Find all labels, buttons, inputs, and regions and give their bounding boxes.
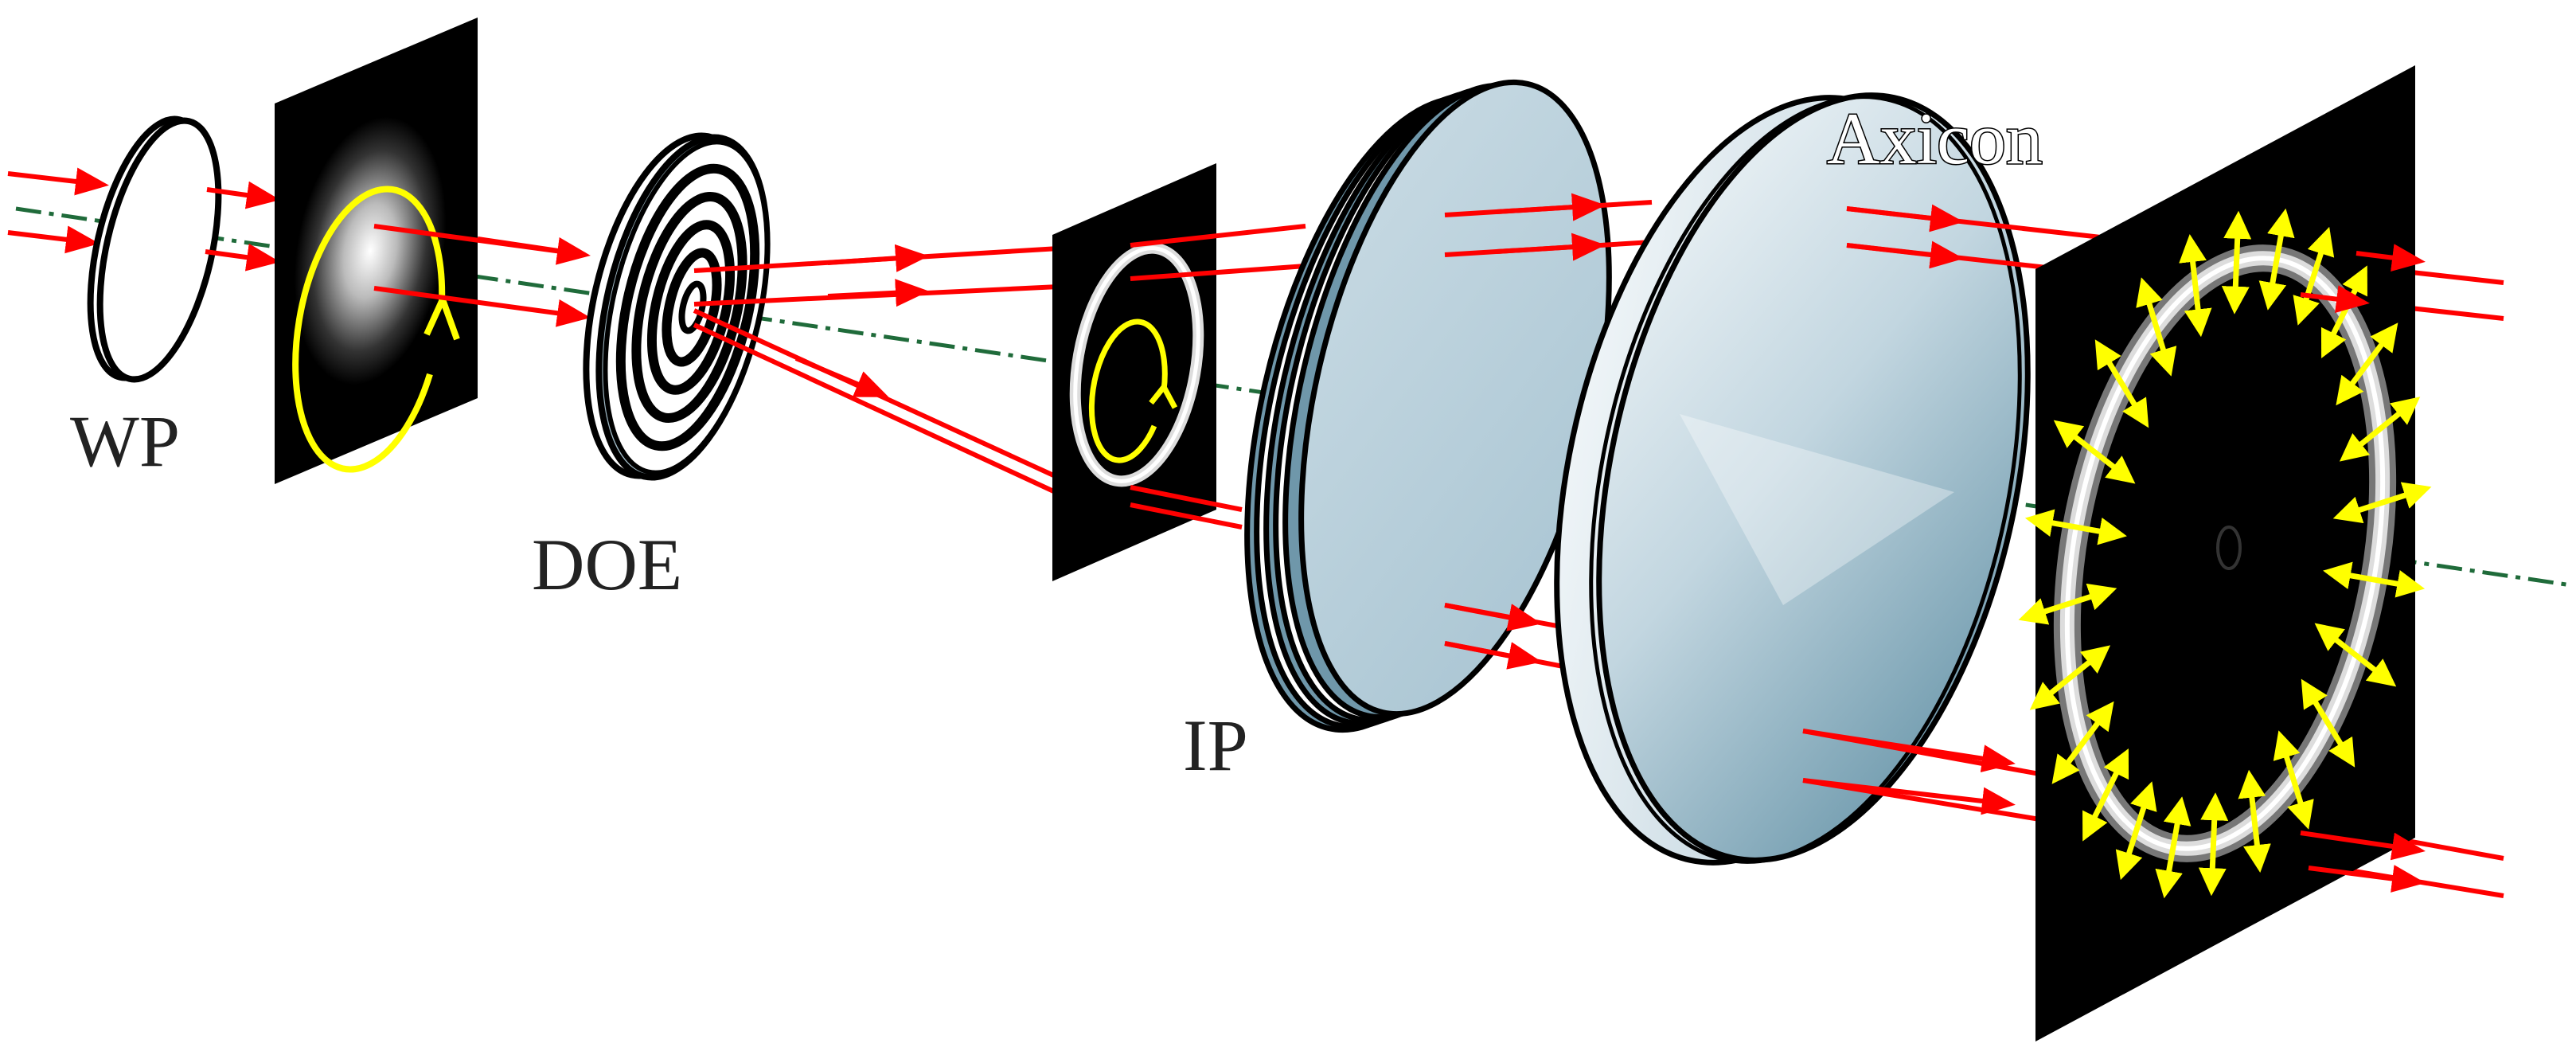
radial-arrow xyxy=(2018,583,2117,625)
radial-arrow xyxy=(2029,645,2111,710)
beams-after-screen xyxy=(2300,244,2426,893)
diffractive-optical-element xyxy=(583,132,771,481)
radial-arrow xyxy=(2155,796,2192,899)
beams-wp-to-screen xyxy=(205,181,280,272)
screen-radial-polarization xyxy=(2018,65,2432,1042)
radial-arrow xyxy=(2323,561,2426,598)
label-axicon: Axicon xyxy=(1827,98,2043,179)
label-doe: DOE xyxy=(532,524,682,605)
radial-arrow xyxy=(2314,623,2397,687)
radial-arrow xyxy=(2273,730,2314,830)
radial-arrow xyxy=(2301,678,2355,768)
radial-arrow xyxy=(2024,509,2127,545)
radial-arrow xyxy=(2179,234,2212,338)
radial-arrow xyxy=(2293,226,2335,326)
radial-arrow xyxy=(2238,769,2271,873)
label-wp: WP xyxy=(70,401,180,482)
input-beams xyxy=(7,167,109,254)
radial-arrow xyxy=(2115,781,2157,881)
screen-gaussian-spot xyxy=(275,18,478,484)
radial-arrow xyxy=(2258,208,2295,311)
axicon-tip xyxy=(1680,414,1954,605)
radial-arrow xyxy=(2053,420,2136,484)
beams-ip-to-lens xyxy=(1130,224,1306,530)
radial-arrow xyxy=(2051,701,2114,784)
wave-plate xyxy=(87,115,222,383)
radial-arrow xyxy=(2136,277,2177,377)
label-ip: IP xyxy=(1183,705,1248,786)
radial-arrow xyxy=(2332,482,2432,524)
radial-arrow xyxy=(2082,748,2129,842)
radial-polarization-arrows xyxy=(2018,208,2432,899)
radial-arrow xyxy=(2221,210,2252,315)
plate-stack xyxy=(1244,79,1612,733)
axicon xyxy=(1554,92,2031,866)
beams-to-doe xyxy=(373,224,591,327)
beams-doe-to-ip xyxy=(693,244,1060,496)
beams-plates-to-axicon xyxy=(1444,193,1653,676)
screen-ring-pattern xyxy=(1052,163,1216,581)
radial-arrow xyxy=(2336,322,2398,406)
radial-arrow xyxy=(2339,397,2421,462)
radial-arrow xyxy=(2094,339,2149,428)
circular-polarization-icon xyxy=(292,186,446,473)
radial-arrow xyxy=(2198,792,2229,897)
circular-polarization-small-icon xyxy=(1088,319,1168,463)
